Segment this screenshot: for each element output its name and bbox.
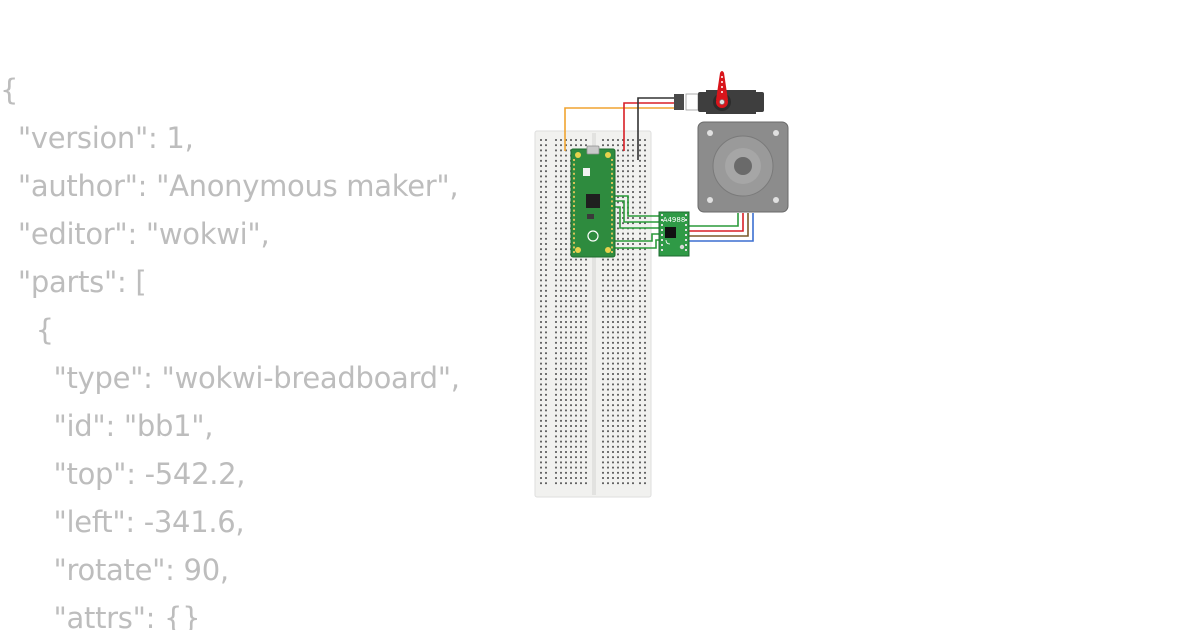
wire-brown[interactable] xyxy=(688,213,749,237)
wire-green[interactable] xyxy=(614,200,660,223)
code-line: "parts": [ xyxy=(0,265,147,299)
wire-green[interactable] xyxy=(688,213,739,227)
wire-black[interactable] xyxy=(637,97,674,160)
stepper-motor-icon[interactable] xyxy=(697,121,789,213)
servo-icon[interactable] xyxy=(674,71,764,114)
raspberry-pi-pico-icon[interactable] xyxy=(570,145,616,258)
code-line: "editor": "wokwi", xyxy=(0,217,270,251)
code-line: "rotate": 90, xyxy=(0,553,230,587)
code-line: "attrs": {} xyxy=(0,601,201,630)
wires xyxy=(564,97,754,249)
wire-green[interactable] xyxy=(614,239,660,249)
wire-red[interactable] xyxy=(688,213,744,232)
code-line: "author": "Anonymous maker", xyxy=(0,169,459,203)
code-line: "type": "wokwi-breadboard", xyxy=(0,361,461,395)
code-line: "version": 1, xyxy=(0,121,194,155)
code-line: { xyxy=(0,73,19,107)
wire-blue[interactable] xyxy=(688,213,754,242)
wire-green[interactable] xyxy=(614,206,660,229)
wire-green[interactable] xyxy=(614,195,660,217)
a4988-driver-icon[interactable]: A4988 xyxy=(658,211,690,257)
code-line: "top": -542.2, xyxy=(0,457,246,491)
wire-green[interactable] xyxy=(614,233,660,242)
diagram-json-code: { "version": 1, "author": "Anonymous mak… xyxy=(0,66,560,630)
driver-label: A4988 xyxy=(663,216,686,224)
code-line: "left": -341.6, xyxy=(0,505,245,539)
code-line: "id": "bb1", xyxy=(0,409,214,443)
wire-red[interactable] xyxy=(623,102,674,151)
code-line: { xyxy=(0,313,54,347)
